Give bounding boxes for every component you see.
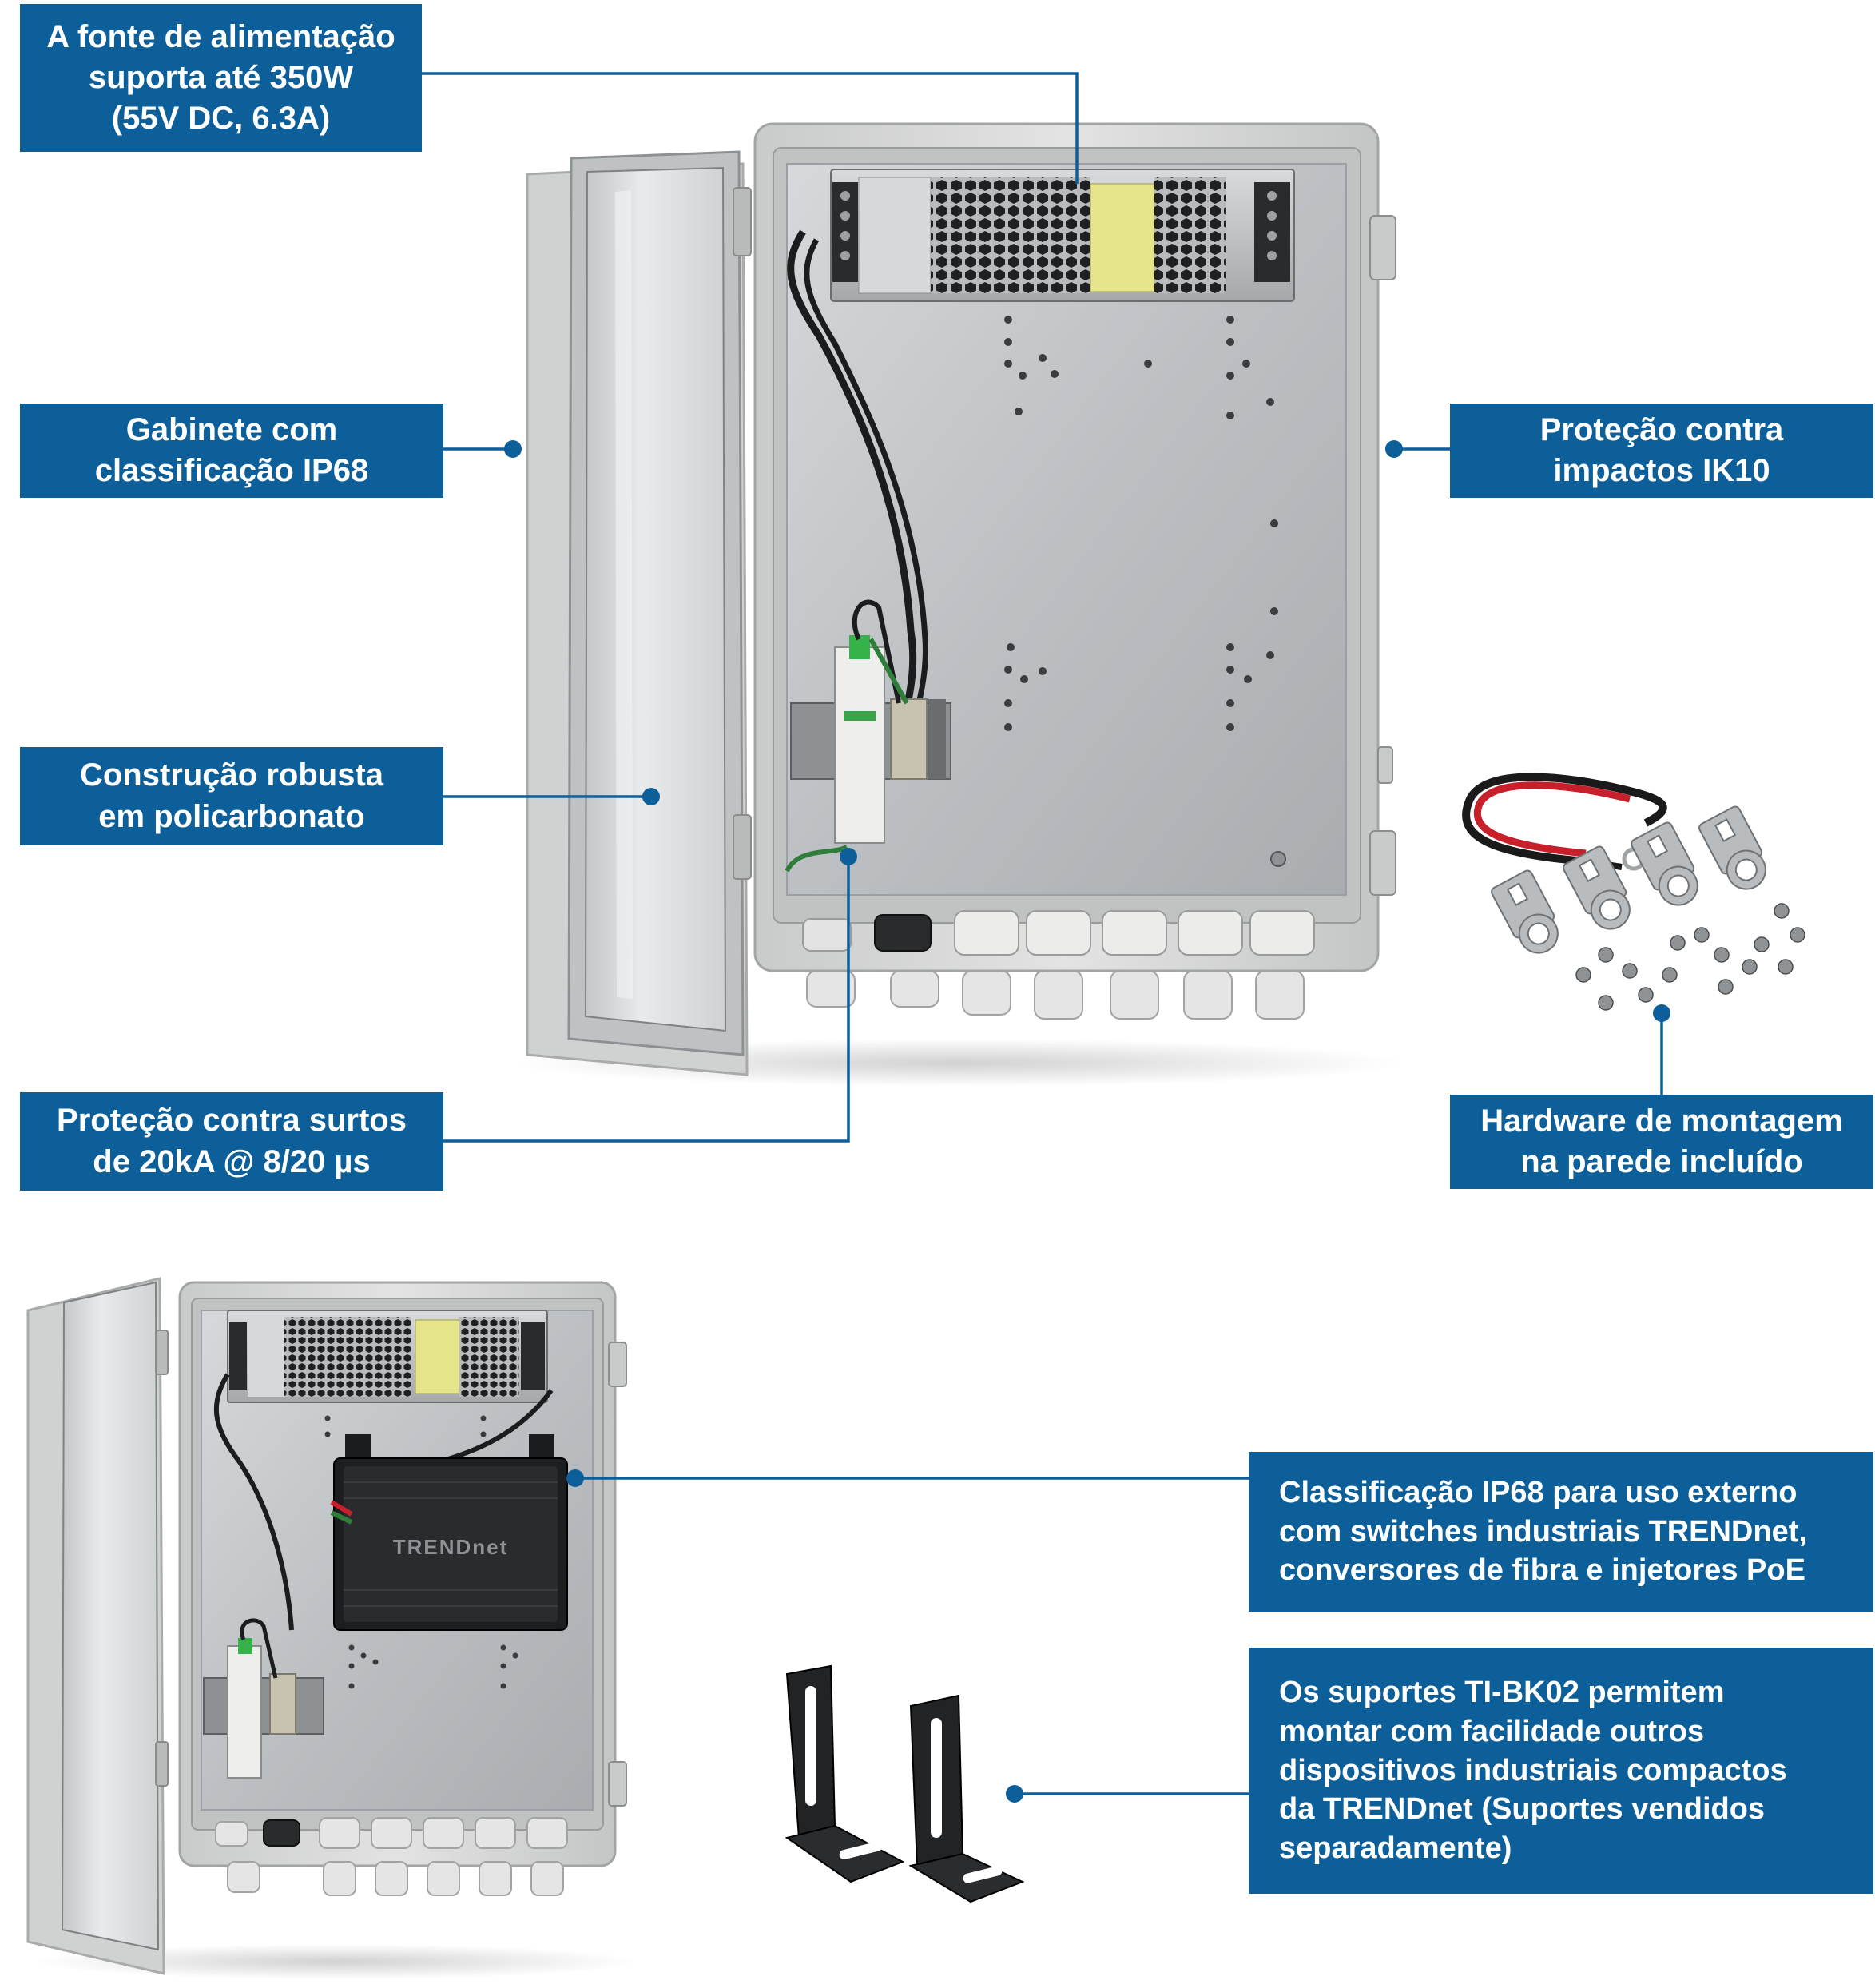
callout-polycarbonate: Construção robusta em policarbonato: [20, 747, 443, 845]
callout-line: Hardware de montagem: [1480, 1103, 1843, 1139]
callout-wall-mount-hardware: Hardware de montagem na parede incluído: [1450, 1095, 1873, 1189]
ti-bk02-bracket-photo: [785, 1664, 1025, 1903]
callout-line: classificação IP68: [94, 453, 369, 488]
callout-line: (55V DC, 6.3A): [111, 101, 331, 137]
enclosure-photo-bottom: TRENDnet: [26, 1277, 639, 1979]
switch-logo-text: TRENDnet: [393, 1535, 509, 1559]
hinge-lower: [1369, 830, 1396, 896]
grounding-cable: [1462, 773, 1667, 865]
callout-industrial-use: Classificação IP68 para uso externo com …: [1249, 1452, 1873, 1612]
leader-dot-icon: [1006, 1785, 1023, 1803]
callout-line: montar com facilidade outros: [1279, 1715, 1705, 1749]
plate-mounting-holes: [1004, 316, 1278, 731]
power-cable-black: [787, 229, 917, 760]
door-glass-pane: [61, 1281, 160, 1951]
callout-line: da TRENDnet (Suportes vendidos: [1279, 1792, 1766, 1827]
callout-line: de 20kA @ 8/20 µs: [93, 1143, 371, 1179]
leader-dot-icon: [840, 848, 857, 865]
leader-lines: [422, 72, 1663, 1795]
callout-line: dispositivos industriais compactos: [1279, 1753, 1787, 1787]
din-rail-surge-module: [203, 1618, 324, 1779]
mounting-screws: [1575, 903, 1805, 1011]
callout-line: com switches industriais TRENDnet,: [1279, 1514, 1807, 1549]
leader-dot-icon: [642, 788, 660, 805]
callout-line: Construção robusta: [79, 757, 384, 793]
cable-glands: [802, 910, 1315, 1020]
leader-dot-icon: [1653, 1004, 1670, 1022]
callout-line: em policarbonato: [98, 798, 365, 834]
enclosure-door: [526, 150, 752, 1076]
callout-line: Proteção contra surtos: [57, 1103, 407, 1139]
din-rail-surge-module: [785, 599, 951, 873]
mounting-plates: [1491, 805, 1766, 954]
enclosure-door: [26, 1277, 169, 1975]
hinge-upper: [608, 1342, 627, 1387]
wall-mount-hardware-photo: [1462, 773, 1805, 1011]
callout-ik10-impact: Proteção contra impactos IK10: [1450, 404, 1873, 498]
callout-line: na parede incluído: [1520, 1144, 1803, 1179]
callout-line: separadamente): [1279, 1831, 1512, 1865]
enclosure-shadow: [32, 1944, 639, 1979]
enclosure-body: [753, 122, 1396, 1020]
hinge-lower: [608, 1761, 627, 1807]
door-glass-pane: [584, 166, 727, 1032]
trendnet-switch-photo: TRENDnet: [330, 1457, 568, 1631]
callout-line: suporta até 350W: [88, 59, 354, 95]
enclosure-body: TRENDnet: [178, 1281, 627, 1896]
callout-line: conversores de fibra e injetores PoE: [1279, 1553, 1805, 1588]
leader-dot-icon: [504, 440, 522, 458]
leader-line-surge: [443, 857, 850, 1143]
leader-line-power: [422, 72, 1079, 184]
bracket-right: [908, 1694, 1025, 1903]
leader-dot-icon: [1385, 440, 1403, 458]
callout-line: Gabinete com: [125, 412, 338, 447]
power-supply-unit: [227, 1310, 548, 1403]
leader-dot-icon: [566, 1469, 584, 1487]
bracket-left: [785, 1664, 905, 1883]
callout-ip68-cabinet: Gabinete com classificação IP68: [20, 404, 443, 498]
enclosure-photo-top: [511, 122, 1406, 1087]
cable-glands: [215, 1817, 568, 1896]
hinge-upper: [1369, 215, 1396, 280]
callout-line: impactos IK10: [1553, 453, 1770, 488]
callout-line: Classificação IP68 para uso externo: [1279, 1476, 1798, 1510]
power-supply-unit: [830, 169, 1295, 302]
callout-surge-protection: Proteção contra surtos de 20kA @ 8/20 µs: [20, 1092, 443, 1191]
callout-power-supply: A fonte de alimentação suporta até 350W …: [20, 4, 422, 152]
callout-line: Proteção contra: [1539, 412, 1784, 447]
callout-line: A fonte de alimentação: [46, 18, 395, 54]
callout-line: Os suportes TI-BK02 permitem: [1279, 1676, 1725, 1710]
callout-ti-bk02-brackets: Os suportes TI-BK02 permitem montar com …: [1249, 1648, 1873, 1894]
